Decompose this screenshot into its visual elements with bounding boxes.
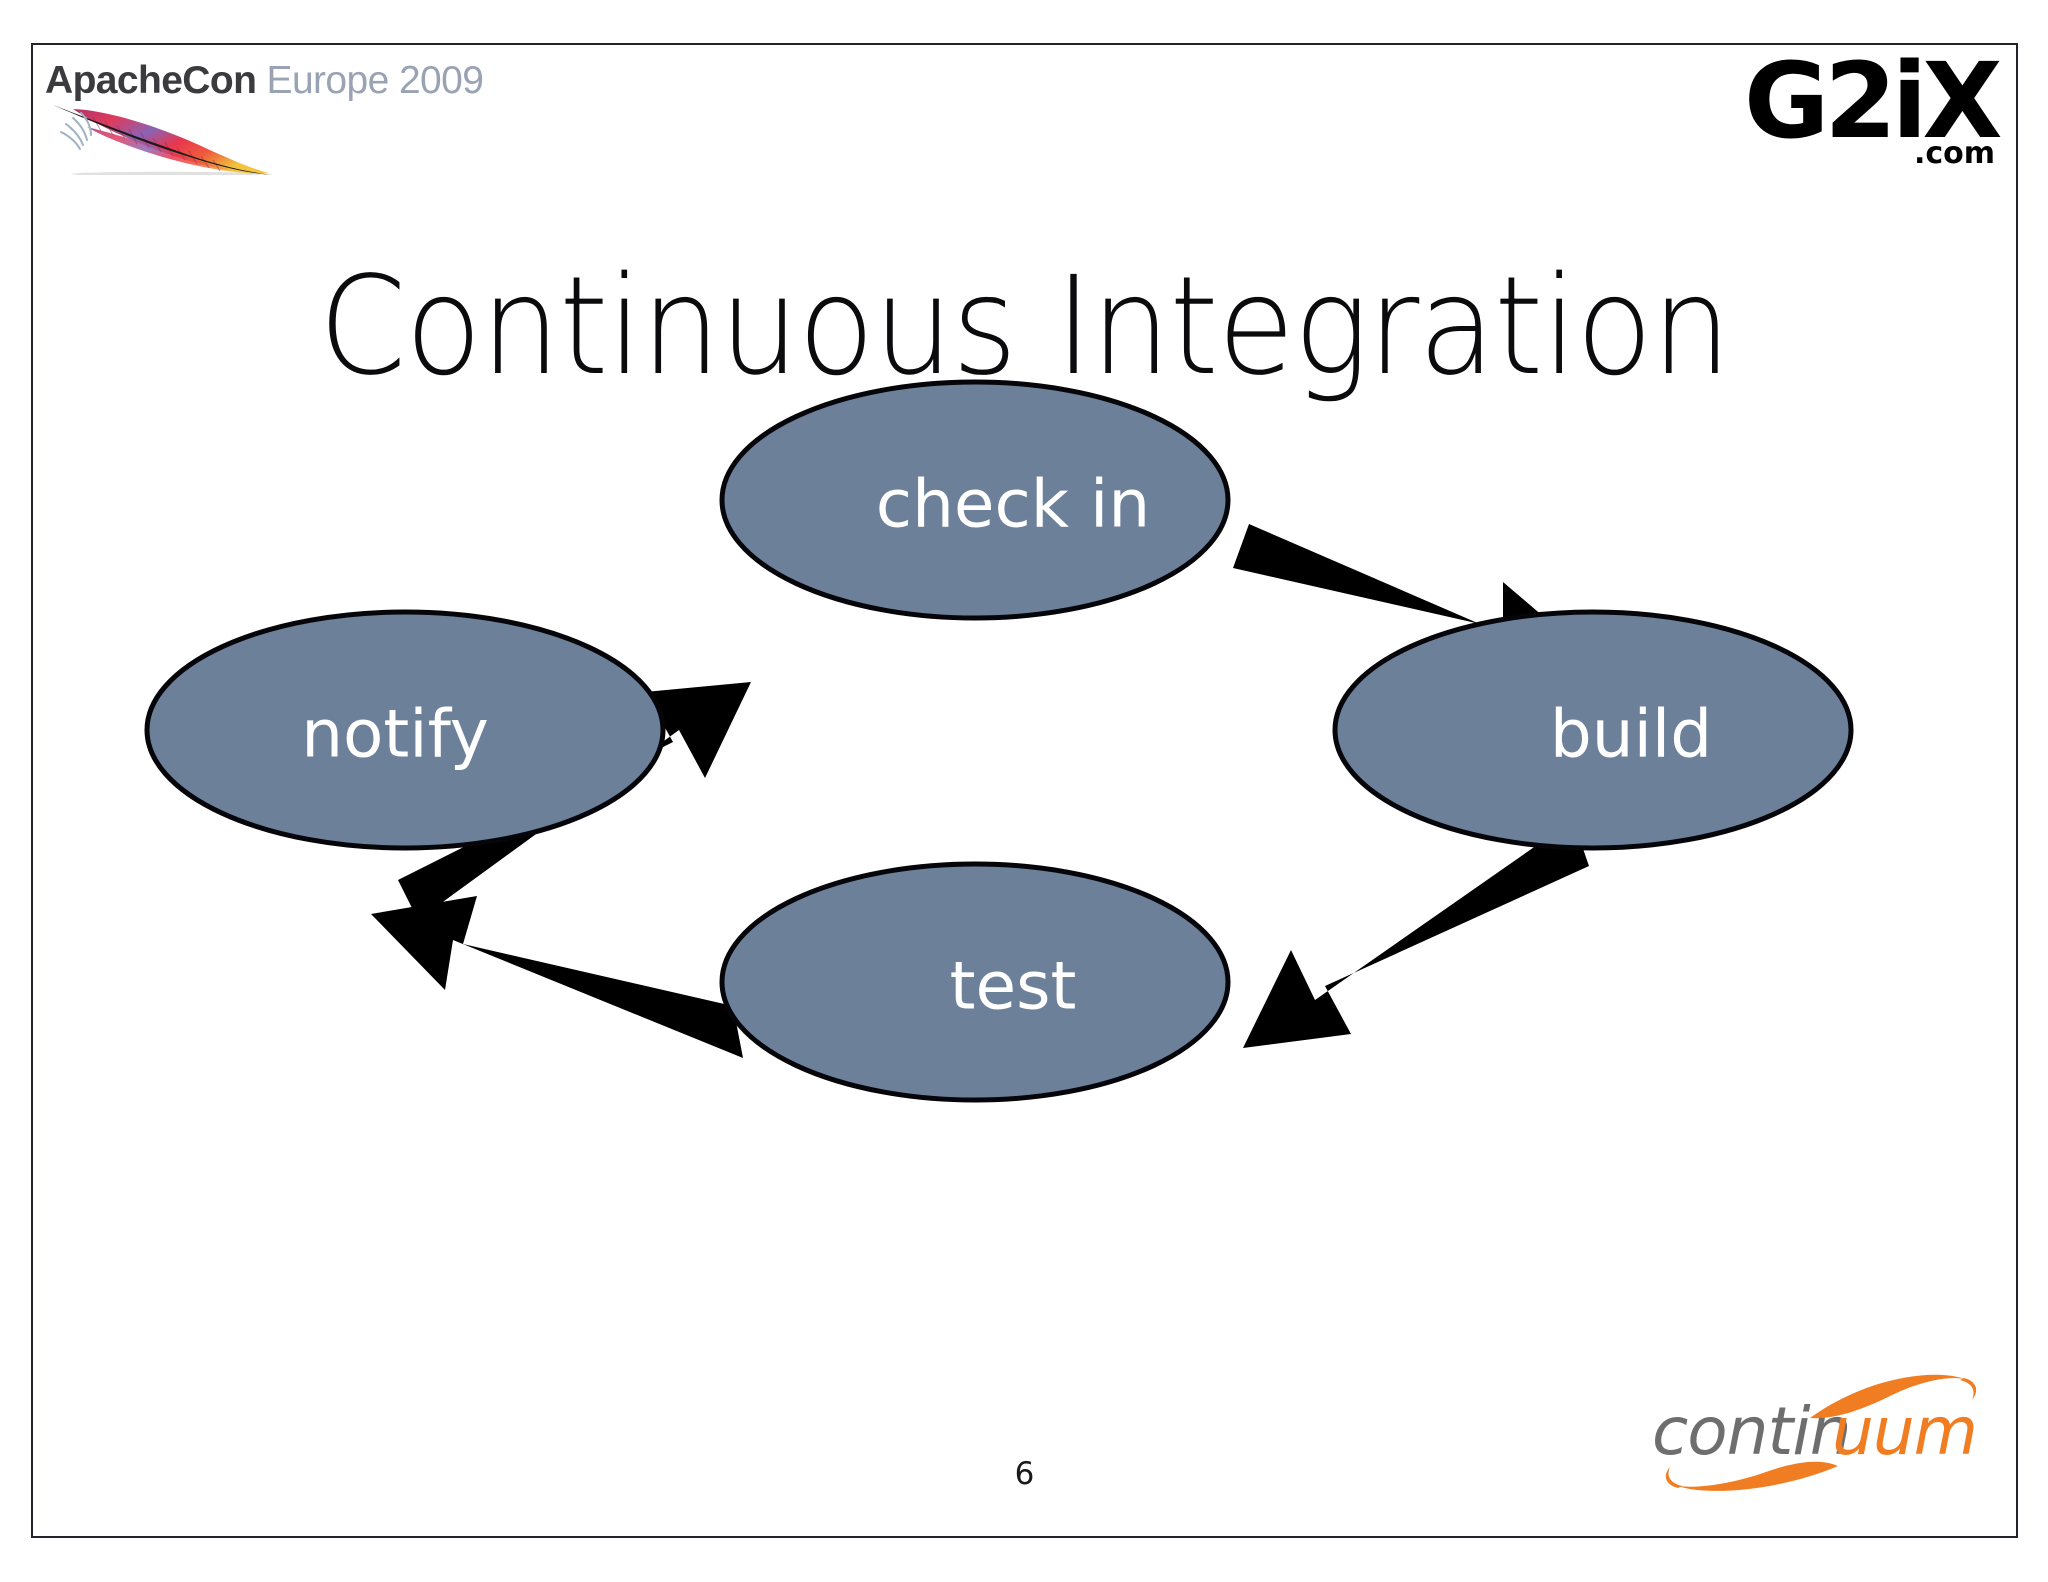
continuum-wordmark-orange: uum [1832,1393,1977,1470]
ci-cycle-diagram: check in build test notify [33,300,2016,1180]
continuum-wordmark-gray: contin [1652,1393,1851,1470]
orange-swoosh-lower-tip-icon [1665,1467,1682,1488]
orange-swoosh-lower-icon [1672,1461,1838,1491]
node-build[interactable]: build [1332,609,1854,851]
page-number: 6 [1014,1456,1035,1492]
g2ix-logo: G2iX .com [1744,51,2004,169]
conference-header: ApacheCon Europe 2009 [45,53,484,175]
node-test-shape[interactable] [719,861,1231,1103]
apache-feather-icon [53,105,273,175]
g2ix-wordmark: G2iX [1744,51,2001,162]
node-notify-label: notify [301,696,489,773]
node-build-shape[interactable] [1332,609,1854,851]
slide-frame: ApacheCon Europe 2009 [31,43,2018,1538]
apachecon-wordmark: ApacheCon Europe 2009 [45,59,484,102]
node-check-in-shape[interactable] [719,379,1231,621]
arrow-build-to-test [1243,820,1589,1048]
node-check-in-label: check in [876,466,1150,543]
node-notify-shape[interactable] [144,609,666,851]
page-title: Continuous Integration [318,248,1731,407]
continuum-logo: contin uum [1652,1374,1978,1491]
node-build-label: build [1550,696,1712,773]
apachecon-name: ApacheCon [45,59,257,102]
g2ix-domain-suffix: .com [1914,136,1995,169]
orange-swoosh-tip-icon [1960,1378,1977,1400]
node-test-label: test [950,948,1077,1025]
arrow-test-to-notify [371,896,743,1058]
apachecon-edition: Europe 2009 [266,59,484,102]
node-notify[interactable]: notify [144,609,666,851]
orange-swoosh-icon [1810,1374,1972,1419]
node-test[interactable]: test [719,861,1231,1103]
node-check-in[interactable]: check in [719,379,1231,621]
